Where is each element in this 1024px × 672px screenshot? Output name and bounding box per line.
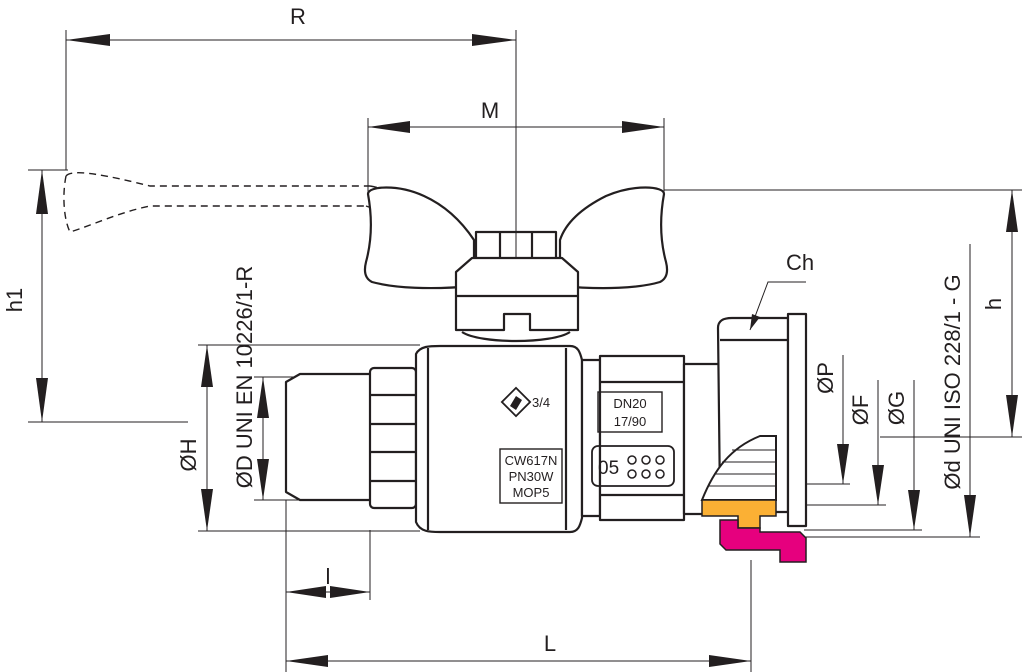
dimension-od: ØD UNI EN 10226/1-R [232, 266, 300, 501]
dimension-og: ØG [804, 380, 922, 531]
dimension-r: R [65, 4, 517, 232]
date-dots-icon [627, 455, 665, 479]
marking-dn: DN20 [613, 396, 646, 411]
butterfly-handle [363, 186, 669, 290]
label-h1: h1 [2, 288, 27, 312]
marking-ratio: 17/90 [614, 414, 647, 429]
label-of: ØF [848, 395, 873, 426]
label-r: R [290, 4, 306, 29]
label-op: ØP [813, 362, 838, 394]
marking-code: 05 [598, 458, 619, 479]
dimension-od-iso: Ød UNI ISO 228/1 - G [800, 244, 980, 538]
cutaway-section [700, 435, 777, 501]
label-ch: Ch [786, 250, 814, 275]
dimension-ch: Ch [749, 250, 814, 331]
dimension-h1: h1 [2, 169, 188, 423]
dimension-m: M [367, 98, 665, 192]
dimension-h: h [664, 189, 1022, 438]
label-og: ØG [884, 391, 909, 425]
label-od: ØD UNI EN 10226/1-R [232, 266, 257, 489]
label-od-iso: Ød UNI ISO 228/1 - G [940, 274, 965, 489]
marking-pressure: PN30W [509, 469, 555, 484]
gasket-yellow [701, 499, 777, 529]
label-l-small: l [326, 564, 331, 589]
marking-material: CW617N [505, 453, 558, 468]
body-markings: 3/4 CW617N PN30W MOP5 DN20 17/90 05 [499, 386, 675, 504]
marking-mop: MOP5 [513, 485, 550, 500]
marking-size: 3/4 [532, 395, 550, 410]
label-m: M [481, 98, 499, 123]
valve-body [284, 344, 722, 534]
label-l-total: L [544, 631, 556, 656]
dimension-oh: ØH [176, 344, 420, 532]
dimension-l-total: L [285, 560, 752, 672]
label-h: h [981, 298, 1006, 310]
dimension-l-small: l [285, 500, 371, 600]
label-oh: ØH [176, 439, 201, 472]
gasket-magenta [719, 519, 807, 563]
handle-hub [454, 256, 580, 343]
dimension-op: ØP [750, 355, 850, 485]
manufacturer-logo-icon [500, 386, 532, 418]
